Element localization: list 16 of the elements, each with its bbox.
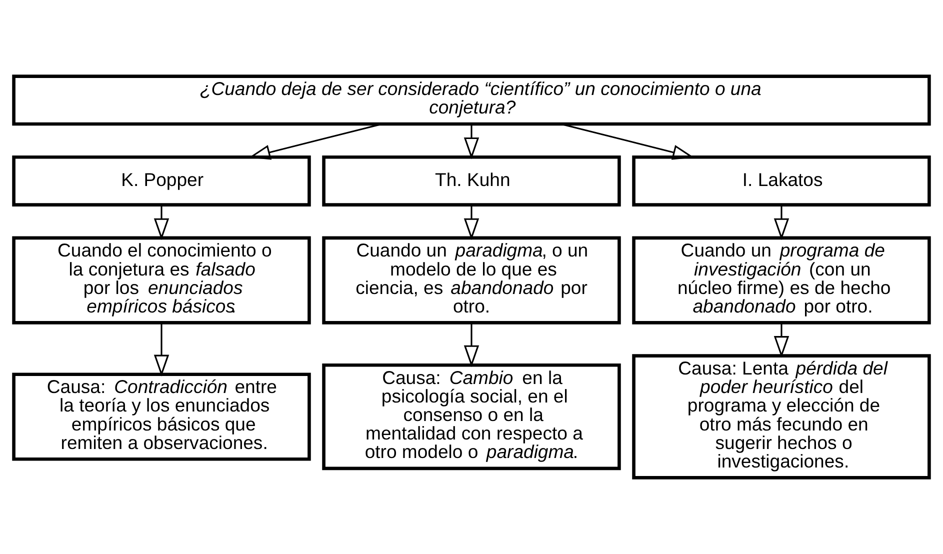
arrow: [154, 205, 170, 240]
arrow: [774, 322, 790, 358]
node-box: ¿Cuando deja de ser considerado “científico” un conocimiento o una conjetura?: [12, 74, 931, 126]
arrow: [464, 124, 480, 160]
node-box: I. Lakatos: [632, 155, 931, 206]
node-box: Th. Kuhn: [322, 155, 621, 206]
arrow: [774, 205, 790, 240]
node-box: Cuando un programa de investigación (con un núcleo firme) es de hecho abandonado por otro.: [632, 236, 931, 324]
node-box: Causa: Contradicción entre la teoría y los enunciados empíricos básicos que remiten a observaciones.: [12, 372, 311, 461]
arrow: [464, 322, 480, 368]
node-box: Causa: Cambio en la psicología social, en el consenso o en la mentalidad con respecto a otro modelo o paradigma.: [322, 363, 621, 470]
arrow: [154, 322, 170, 377]
node-box: K. Popper: [12, 155, 311, 206]
node-box: Causa: Lenta pérdida del poder heurístico del programa y elección de otro más fecundo en sugerir hechos o investigaciones.: [632, 354, 931, 480]
node-box: Cuando un paradigma, o un modelo de lo que es ciencia, es abandonado por otro.: [322, 236, 621, 324]
arrow: [464, 205, 480, 240]
